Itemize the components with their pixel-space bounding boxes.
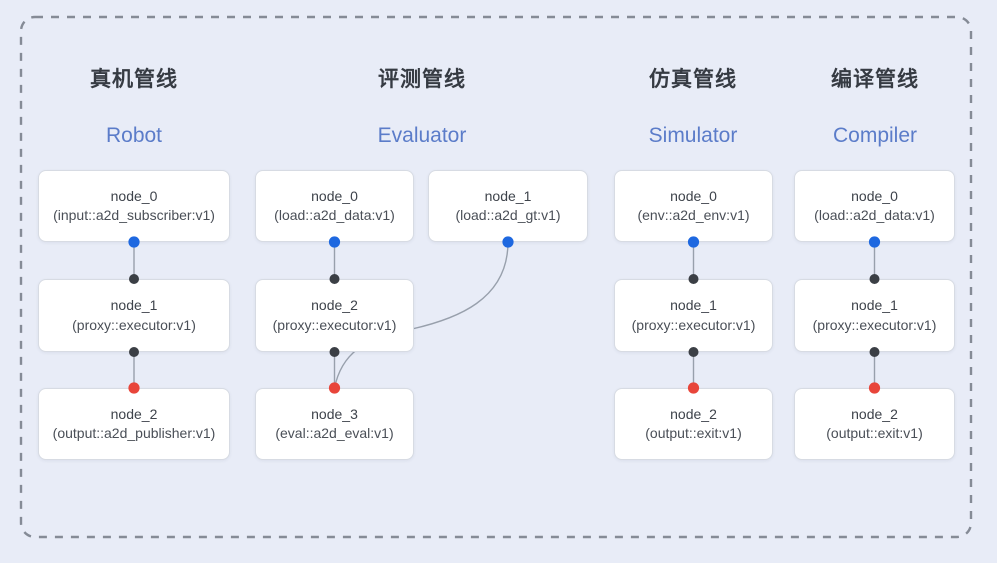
node-box-evaluator-node1: node_1 (load::a2d_gt:v1) <box>428 170 588 242</box>
node-title: node_1 <box>110 297 158 314</box>
node-subtitle: (output::exit:v1) <box>826 425 923 441</box>
node-subtitle: (output::a2d_publisher:v1) <box>52 425 216 441</box>
node-box-simulator-node2: node_2 (output::exit:v1) <box>614 388 773 460</box>
node-title: node_1 <box>670 297 717 314</box>
node-box-evaluator-node0: node_0 (load::a2d_data:v1) <box>255 170 414 242</box>
node-subtitle: (proxy::executor:v1) <box>812 316 937 333</box>
node-title: node_0 <box>670 187 717 204</box>
node-title: node_0 <box>311 187 358 204</box>
node-title: node_2 <box>311 297 358 314</box>
pipeline-title-en-simulator: Simulator <box>648 124 738 147</box>
node-title: node_0 <box>110 187 158 204</box>
node-box-compiler-node0: node_0 (load::a2d_data:v1) <box>794 170 955 242</box>
node-box-simulator-node0: node_0 (env::a2d_env:v1) <box>614 170 773 242</box>
node-title: node_1 <box>851 297 898 314</box>
node-box-robot-node0: node_0 (input::a2d_subscriber:v1) <box>38 170 230 242</box>
node-title: node_3 <box>311 405 358 422</box>
node-title: node_2 <box>110 405 158 422</box>
node-subtitle: (proxy::executor:v1) <box>272 316 397 333</box>
pipeline-title-en-robot: Robot <box>105 124 163 147</box>
node-title: node_1 <box>484 187 532 204</box>
node-subtitle: (eval::a2d_eval:v1) <box>275 425 394 441</box>
node-subtitle: (env::a2d_env:v1) <box>637 207 750 223</box>
node-box-robot-node2: node_2 (output::a2d_publisher:v1) <box>38 388 230 460</box>
node-box-simulator-node1: node_1 (proxy::executor:v1) <box>614 279 773 352</box>
node-box-compiler-node2: node_2 (output::exit:v1) <box>794 388 955 460</box>
pipeline-title-zh-compiler: 编译管线 <box>831 68 919 91</box>
pipeline-title-zh-robot: 真机管线 <box>90 68 178 91</box>
node-subtitle: (load::a2d_data:v1) <box>814 207 935 223</box>
node-box-evaluator-node2: node_2 (proxy::executor:v1) <box>255 279 414 352</box>
node-title: node_2 <box>851 405 898 422</box>
pipeline-title-en-evaluator: Evaluator <box>377 124 467 147</box>
node-subtitle: (output::exit:v1) <box>645 425 742 441</box>
node-title: node_0 <box>851 187 898 204</box>
node-subtitle: (proxy::executor:v1) <box>72 316 196 333</box>
node-box-evaluator-node3: node_3 (eval::a2d_eval:v1) <box>255 388 414 460</box>
node-subtitle: (proxy::executor:v1) <box>631 316 756 333</box>
node-subtitle: (load::a2d_data:v1) <box>274 207 395 223</box>
pipeline-title-zh-simulator: 仿真管线 <box>649 68 737 91</box>
node-box-robot-node1: node_1 (proxy::executor:v1) <box>38 279 230 352</box>
node-title: node_2 <box>670 405 717 422</box>
node-subtitle: (load::a2d_gt:v1) <box>455 207 561 223</box>
node-box-compiler-node1: node_1 (proxy::executor:v1) <box>794 279 955 352</box>
pipeline-title-zh-evaluator: 评测管线 <box>378 68 466 91</box>
node-subtitle: (input::a2d_subscriber:v1) <box>53 207 215 223</box>
pipeline-title-en-compiler: Compiler <box>832 124 918 147</box>
